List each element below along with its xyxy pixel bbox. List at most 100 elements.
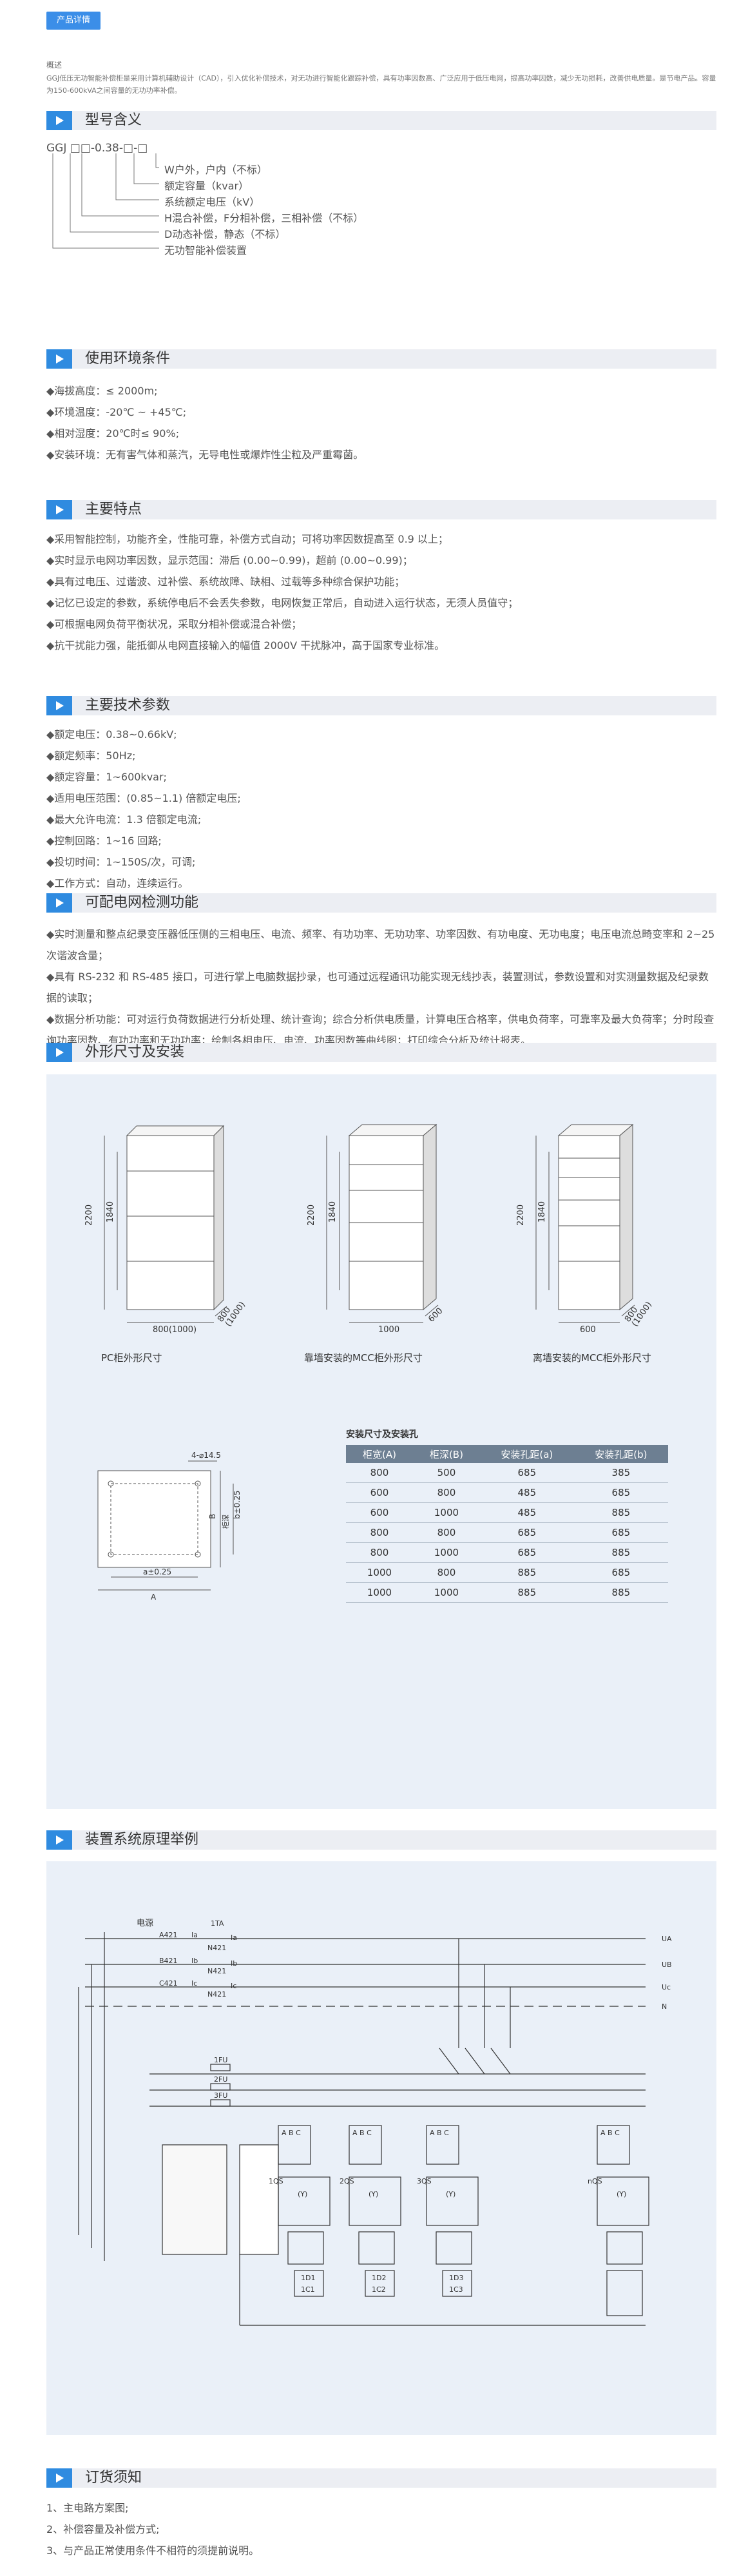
- table-cell: 1000: [346, 1582, 413, 1603]
- height-label: 2200: [84, 1205, 94, 1226]
- table-cell: 500: [412, 1463, 480, 1483]
- height-label: 1840: [537, 1201, 547, 1223]
- table-cell: 800: [412, 1482, 480, 1503]
- model-meaning-line: W户外，户内（不标）: [164, 164, 267, 176]
- circuit-label: N421: [207, 1990, 226, 1999]
- dim-label: 柜深: [222, 1515, 230, 1529]
- hole-label: 4-⌀14.5: [191, 1451, 221, 1460]
- overview-text: GGJ低压无功智能补偿柜是采用计算机辅助设计（CAD），引入优化补偿技术，对无功…: [46, 74, 716, 95]
- d-label: 1D3: [449, 2274, 463, 2282]
- table-header: 柜深(B): [412, 1445, 480, 1463]
- model-meaning-line: 系统额定电压（kV）: [164, 196, 260, 208]
- product-detail-tab[interactable]: 产品详情: [46, 12, 101, 30]
- model-meaning-line: 无功智能补偿装置: [164, 244, 247, 257]
- dim-label: b±0.25: [233, 1491, 242, 1519]
- bus-label: UB: [662, 1961, 672, 1969]
- breaker-label: A B C: [430, 2129, 449, 2137]
- list-item: ◆额定容量：1~600kvar;: [46, 771, 167, 783]
- circuit-label: 电源: [137, 1919, 153, 1928]
- cabinet-caption: 靠墙安装的MCC柜外形尺寸: [304, 1352, 423, 1364]
- list-item: ◆环境温度：-20℃ ~ +45℃;: [46, 406, 187, 418]
- circuit-label: Ia: [191, 1931, 198, 1939]
- dim-label: B: [208, 1514, 217, 1519]
- list-item: ◆工作方式：自动，连续运行。: [46, 877, 189, 889]
- features-list: ◆采用智能控制，功能齐全，性能可靠，补偿方式自动；可将功率因数提高至 0.9 以…: [46, 528, 716, 656]
- table-header: 柜宽(A): [346, 1445, 413, 1463]
- table-cell: 885: [573, 1582, 668, 1603]
- width-label: 1000: [378, 1325, 399, 1335]
- breaker-label: A B C: [352, 2129, 372, 2137]
- circuit-label: Ia: [231, 1933, 237, 1942]
- table-header: 安装孔距(b): [573, 1445, 668, 1463]
- section-title: 使用环境条件: [85, 351, 171, 367]
- wye-label: (Y): [446, 2190, 456, 2198]
- table-cell: 800: [346, 1542, 413, 1563]
- circuit-label: 1TA: [211, 1919, 224, 1928]
- list-item: ◆采用智能控制，功能齐全，性能可靠，补偿方式自动；可将功率因数提高至 0.9 以…: [46, 533, 448, 545]
- model-meaning-line: 额定容量（kvar）: [164, 180, 249, 192]
- section-title: 可配电网检测功能: [85, 895, 199, 911]
- d-label: 1D1: [301, 2274, 315, 2282]
- circuit-label: A421: [159, 1931, 178, 1939]
- play-icon: [46, 500, 72, 519]
- section-schematic-header: 装置系统原理举例: [46, 1830, 716, 1850]
- play-icon: [46, 893, 72, 913]
- list-item: ◆适用电压范围：(0.85~1.1) 倍额定电压;: [46, 792, 241, 804]
- cabinet-caption: PC柜外形尺寸: [101, 1352, 162, 1364]
- circuit-label: Ic: [191, 1979, 197, 1988]
- list-item: ◆可根据电网负荷平衡状况，采取分相补偿或混合补偿；: [46, 618, 302, 630]
- table-cell: 885: [479, 1562, 574, 1583]
- list-item: ◆投切时间：1~150S/次，可调;: [46, 856, 196, 868]
- table-cell: 485: [479, 1502, 574, 1523]
- table-cell: 800: [346, 1522, 413, 1543]
- qs-label: nQS: [588, 2177, 602, 2185]
- qs-label: 2QS: [340, 2177, 354, 2185]
- list-item: ◆具有过电压、过谐波、过补偿、系统故障、缺相、过载等多种综合保护功能；: [46, 576, 405, 588]
- dim-label: A: [151, 1593, 157, 1602]
- detection-list: ◆实时测量和整点纪录变压器低压侧的三相电压、电流、频率、有功功率、无功功率、功率…: [46, 924, 716, 1051]
- list-item: ◆额定电压：0.38~0.66kV;: [46, 728, 177, 741]
- capacitor-label: 1C2: [372, 2285, 386, 2294]
- section-title: 型号含义: [85, 112, 142, 128]
- table-cell: 685: [573, 1522, 668, 1543]
- d-label: 1D2: [372, 2274, 386, 2282]
- section-detection-header: 可配电网检测功能: [46, 893, 716, 913]
- table-cell: 800: [346, 1463, 413, 1483]
- qs-label: 3QS: [417, 2177, 432, 2185]
- bus-label: UA: [662, 1935, 672, 1943]
- section-params-header: 主要技术参数: [46, 696, 716, 715]
- wye-label: (Y): [617, 2190, 626, 2198]
- table-cell: 1000: [412, 1582, 480, 1603]
- table-cell: 885: [479, 1582, 574, 1603]
- circuit-schematic: 电源 1TA A421 Ia Ia N421 B421 Ib Ib N421 C…: [78, 1919, 672, 2326]
- list-item: 1、主电路方案图;: [46, 2502, 129, 2514]
- depth-label: 600: [427, 1306, 445, 1324]
- params-list: ◆额定电压：0.38~0.66kV; ◆额定频率：50Hz; ◆额定容量：1~6…: [46, 724, 716, 894]
- section-title: 主要技术参数: [85, 697, 171, 713]
- fuse-label: 1FU: [214, 2056, 227, 2064]
- list-item: ◆实时测量和整点纪录变压器低压侧的三相电压、电流、频率、有功功率、无功功率、功率…: [46, 928, 715, 962]
- height-label: 2200: [307, 1205, 316, 1226]
- table-cell: 600: [346, 1502, 413, 1523]
- table-cell: 685: [479, 1522, 574, 1543]
- play-icon: [46, 2468, 72, 2488]
- fuse-label: 3FU: [214, 2091, 227, 2100]
- list-item: 2、补偿容量及补偿方式;: [46, 2523, 160, 2535]
- capacitor-label: 1C1: [301, 2285, 315, 2294]
- list-item: ◆相对湿度：20℃时≤ 90%;: [46, 427, 180, 440]
- table-cell: 1000: [412, 1542, 480, 1563]
- cabinet-drawings: 2200 1840 800(1000) 800 (1000) 2200 1840…: [84, 1123, 654, 1602]
- play-icon: [46, 349, 72, 369]
- list-item: ◆实时显示电网功率因数，显示范围：滞后 (0.00~0.99)，超前 (0.00…: [46, 554, 413, 567]
- wye-label: (Y): [369, 2190, 378, 2198]
- list-item: ◆控制回路：1~16 回路;: [46, 835, 162, 847]
- table-cell: 885: [573, 1542, 668, 1563]
- table-cell: 885: [573, 1502, 668, 1523]
- schematic-panel: 电源 1TA A421 Ia Ia N421 B421 Ib Ib N421 C…: [46, 1861, 716, 2435]
- table-cell: 1000: [346, 1562, 413, 1583]
- table-cell: 600: [346, 1482, 413, 1503]
